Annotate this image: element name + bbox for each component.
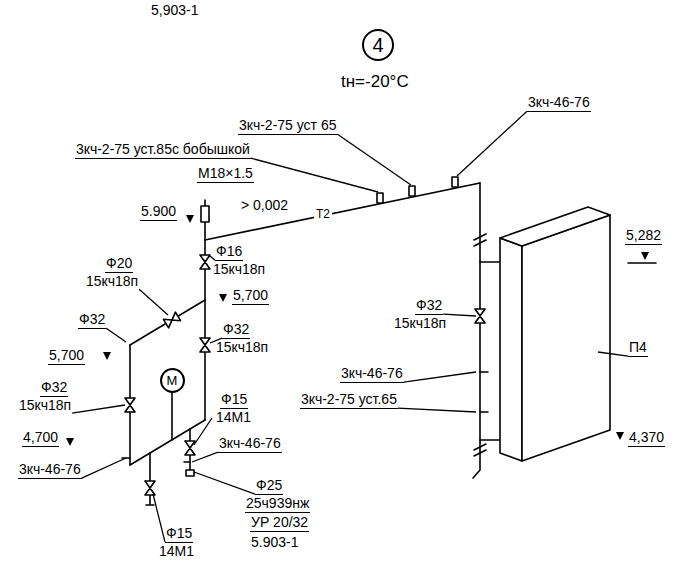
annotation-label: 3кч-46-76 xyxy=(18,462,82,479)
valve-symbol xyxy=(125,398,135,412)
annotation-label: 15кч18п xyxy=(393,316,447,332)
annotation-label: Ф15 xyxy=(220,392,248,409)
annotation-label: Ф32 xyxy=(78,312,106,329)
annotation-label: Ф15 xyxy=(165,526,193,543)
annotation-label: 3кч-2-75 уст 65 xyxy=(238,118,338,135)
annotation-label: 25ч939нж xyxy=(245,496,310,513)
leader-line xyxy=(251,158,378,192)
elevation-mark xyxy=(641,252,649,260)
circle-marker: М xyxy=(160,368,185,393)
annotation-label: Ф32 xyxy=(415,298,443,315)
annotation-label: 3кч-46-76 xyxy=(218,436,282,453)
annotation-label: 15кч18п xyxy=(212,262,266,278)
leader-line xyxy=(443,314,476,316)
break-mark xyxy=(474,234,486,246)
branch-pipe xyxy=(130,300,205,345)
annotation-label: 14М1 xyxy=(215,410,252,426)
annotation-label: 5.903-1 xyxy=(250,535,299,551)
annotation-label: 5,282 xyxy=(625,228,662,245)
leader-line xyxy=(194,418,212,445)
elevation-mark xyxy=(219,294,227,302)
air-vent xyxy=(204,200,206,206)
heater-connection xyxy=(480,439,500,441)
heater-connection xyxy=(480,261,500,263)
leader-line xyxy=(598,352,628,356)
leader-line xyxy=(72,405,125,413)
circle-marker: 4 xyxy=(362,29,394,61)
annotation-label: 15кч18п xyxy=(85,274,139,290)
annotation-label: 5,700 xyxy=(232,288,269,305)
annotation-label: 4,700 xyxy=(22,430,59,447)
valve-symbol xyxy=(145,481,155,495)
annotation-label: Ф32 xyxy=(222,322,250,339)
drain-fitting xyxy=(186,470,194,476)
annotation-label: П4 xyxy=(628,340,648,357)
leader-line xyxy=(457,111,527,176)
supply-pipe xyxy=(205,183,480,240)
heater-top-face xyxy=(500,207,610,246)
annotation-label: 5.900 xyxy=(140,204,177,221)
riser-pipe xyxy=(204,222,206,420)
elevation-mark xyxy=(66,438,74,446)
annotation-label: 3кч-46-76 xyxy=(527,95,591,112)
annotation-label: 3кч-2-75 уст.85с бобышкой xyxy=(75,142,251,159)
riser-pipe xyxy=(473,183,480,478)
fitting-tick xyxy=(480,372,488,412)
elevation-mark xyxy=(103,352,111,360)
leader-line xyxy=(338,134,412,185)
valve-symbol xyxy=(475,309,485,323)
leader-line xyxy=(106,328,126,342)
thermometer-fitting xyxy=(409,186,415,196)
annotation-label: Ф32 xyxy=(40,380,68,397)
branch-pipe xyxy=(130,420,205,465)
annotation-label: 5,700 xyxy=(48,348,85,365)
air-vent xyxy=(201,206,209,222)
annotation-label: Ф16 xyxy=(215,244,243,261)
elevation-mark xyxy=(186,215,194,223)
fitting xyxy=(452,177,458,187)
marker-text: М xyxy=(167,374,178,387)
drain-pipe xyxy=(146,453,154,505)
marker-text: 4 xyxy=(372,35,383,55)
leader-line xyxy=(82,458,126,478)
annotation-label: Ф25 xyxy=(255,478,283,495)
break-mark xyxy=(474,444,486,456)
annotation-label: М18×1.5 xyxy=(197,166,254,183)
heater-front-face xyxy=(500,238,522,461)
annotation-label: Т2 xyxy=(314,207,332,222)
valve-symbol xyxy=(200,338,210,352)
annotation-label: УР 20/32 xyxy=(250,515,309,532)
leader-line xyxy=(194,472,255,494)
level-line xyxy=(628,262,656,264)
annotation-label: 3кч-46-76 xyxy=(340,366,404,383)
thermometer-fitting xyxy=(377,193,383,203)
valve-symbol xyxy=(185,441,195,455)
valve-symbol xyxy=(163,312,180,328)
annotation-label: > 0,002 xyxy=(240,198,289,214)
annotation-label: 4,370 xyxy=(628,430,665,447)
valve-symbol xyxy=(200,255,210,269)
annotation-label: tн=-20°C xyxy=(340,72,410,92)
leader-line xyxy=(139,289,168,315)
leader-line xyxy=(398,408,476,412)
elevation-mark xyxy=(616,432,624,440)
annotation-label: 5,903-1 xyxy=(150,3,199,19)
heater-side-face xyxy=(522,215,610,461)
leader-line xyxy=(404,372,476,382)
annotation-label: 14М1 xyxy=(158,544,195,560)
fitting-tick xyxy=(122,458,190,462)
annotation-label: 3кч-2-75 уст.65 xyxy=(300,392,398,409)
leader-line xyxy=(192,452,218,462)
annotation-label: Ф20 xyxy=(105,256,133,273)
leader-line xyxy=(153,494,165,542)
annotation-label: 15кч18п xyxy=(18,398,72,414)
annotation-label: 15кч18п xyxy=(215,340,269,356)
